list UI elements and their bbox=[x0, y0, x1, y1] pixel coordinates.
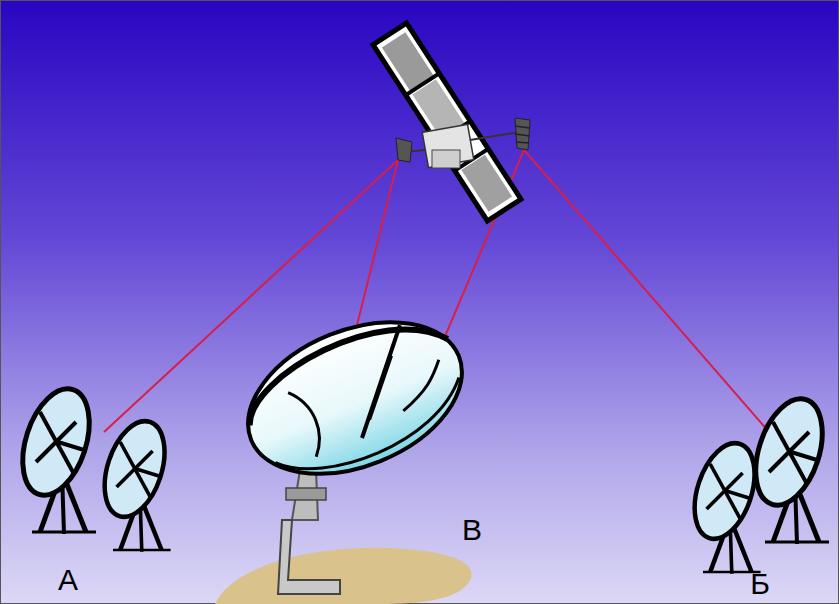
station-label: В bbox=[462, 515, 482, 545]
station-label: А bbox=[58, 565, 78, 595]
station-label: Б bbox=[750, 569, 770, 599]
